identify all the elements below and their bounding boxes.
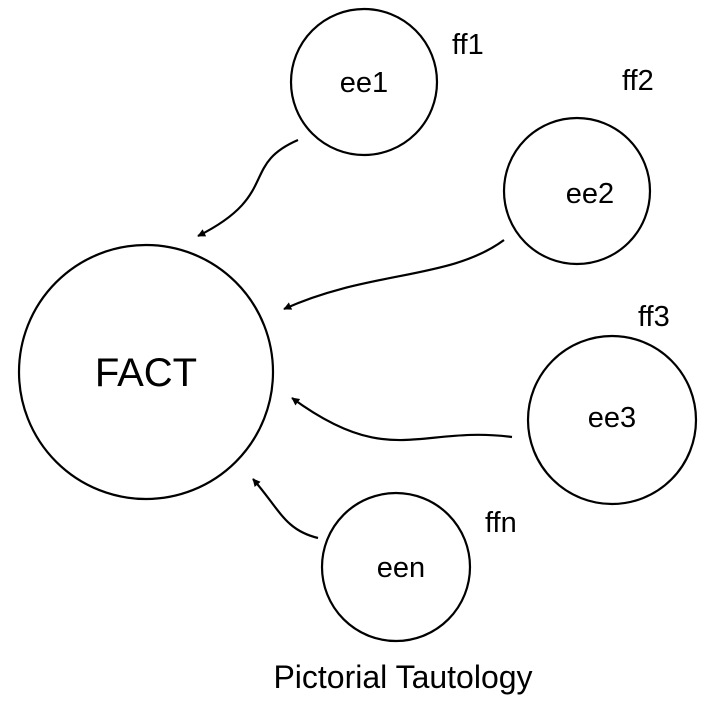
fact-circle — [17, 243, 275, 501]
node-een-circle — [320, 491, 472, 643]
fact-node: FACT — [17, 243, 275, 501]
node-ee1-label: ee1 — [340, 67, 388, 99]
node-ee1: ee1 ff1 — [289, 7, 484, 157]
node-ee2-circle — [502, 116, 652, 266]
node-ee1-circle — [289, 7, 439, 157]
node-ee1-tag: ff1 — [452, 29, 484, 61]
node-ee3: ee3 ff3 — [526, 301, 698, 506]
fact-label: FACT — [95, 351, 197, 395]
node-een-label: een — [377, 552, 425, 584]
node-ee3-tag: ff3 — [638, 301, 670, 333]
edge-ee2-to-fact — [283, 239, 505, 311]
node-een: een ffn — [320, 491, 517, 643]
node-ee2: ee2 ff2 — [502, 65, 654, 266]
node-ee3-label: ee3 — [588, 402, 636, 434]
edge-ee3-to-fact — [291, 397, 513, 442]
edge-een-to-fact — [252, 478, 319, 540]
edge-ee1-to-fact — [197, 138, 299, 237]
node-een-tag: ffn — [485, 507, 517, 539]
node-ee2-label: ee2 — [566, 178, 614, 210]
node-ee3-circle — [526, 334, 698, 506]
diagram-caption: Pictorial Tautology — [273, 659, 532, 695]
node-ee2-tag: ff2 — [622, 65, 654, 97]
